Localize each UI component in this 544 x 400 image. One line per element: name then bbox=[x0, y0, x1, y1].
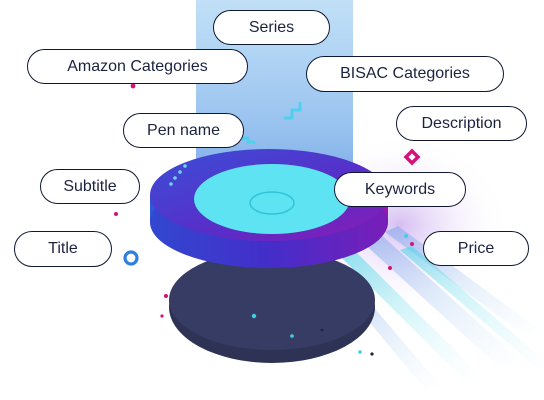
tag-price[interactable]: Price bbox=[423, 231, 529, 266]
tag-description[interactable]: Description bbox=[396, 106, 527, 141]
tag-label: Title bbox=[48, 240, 78, 257]
tag-label: Amazon Categories bbox=[67, 57, 208, 75]
tag-label: Pen name bbox=[147, 121, 220, 139]
tag-label: Series bbox=[248, 18, 295, 36]
ring-icon bbox=[123, 250, 139, 266]
platform-inner-disc bbox=[194, 164, 350, 234]
tag-amazon-categories[interactable]: Amazon Categories bbox=[27, 49, 248, 84]
platform-edge-dots bbox=[169, 164, 187, 186]
decorative-dots bbox=[114, 83, 414, 356]
tag-title[interactable]: Title bbox=[14, 231, 112, 267]
diamond-icon bbox=[403, 148, 421, 166]
step-glyph bbox=[284, 102, 302, 120]
tag-subtitle[interactable]: Subtitle bbox=[40, 169, 140, 204]
tag-pen-name[interactable]: Pen name bbox=[123, 113, 244, 148]
tag-label: Description bbox=[421, 114, 502, 132]
tag-label: Keywords bbox=[364, 180, 436, 198]
tag-label: Subtitle bbox=[63, 177, 117, 195]
shadow-disc-highlight bbox=[169, 250, 375, 350]
tag-label: Price bbox=[457, 239, 495, 257]
tag-keywords[interactable]: Keywords bbox=[334, 172, 466, 207]
platform-center-ring bbox=[249, 191, 295, 215]
tag-bisac-categories[interactable]: BISAC Categories bbox=[306, 56, 504, 92]
tag-series[interactable]: Series bbox=[213, 10, 330, 45]
tag-label: BISAC Categories bbox=[340, 65, 470, 82]
